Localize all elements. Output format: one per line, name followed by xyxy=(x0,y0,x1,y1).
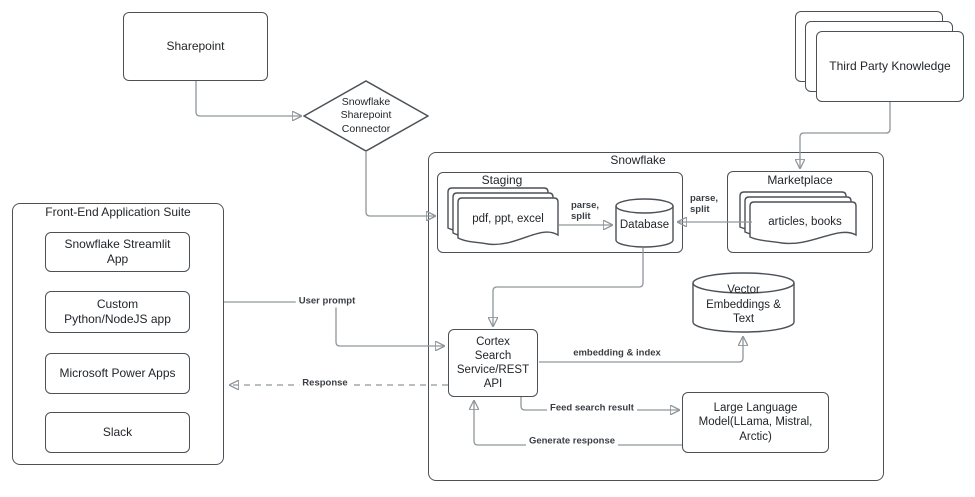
node-app-streamlit: Snowflake Streamlit App xyxy=(45,232,190,272)
staging-documents-label: pdf, ppt, excel xyxy=(472,212,544,225)
edge-label-feed-search-result: Feed search result xyxy=(547,403,637,415)
node-app-slack: Slack xyxy=(45,412,190,453)
edge-generate-response xyxy=(474,401,682,446)
edge-sharepoint-to-connector xyxy=(195,81,301,116)
edge-label-parse-split-left: parse, split xyxy=(571,200,599,222)
node-llm: Large Language Model(LLama, Mistral, Arc… xyxy=(682,392,829,453)
marketplace-documents-shape xyxy=(738,191,860,249)
edge-thirdparty-to-marketplace xyxy=(800,102,891,168)
container-staging-title: Staging xyxy=(481,173,523,187)
edge-connector-to-staging xyxy=(365,151,435,216)
node-sharepoint: Sharepoint xyxy=(123,12,268,81)
edge-label-embedding-index: embedding & index xyxy=(570,348,664,360)
node-app-custom: Custom Python/NodeJS app xyxy=(45,291,190,333)
node-app-powerapps: Microsoft Power Apps xyxy=(45,353,190,394)
container-frontend-title: Front-End Application Suite xyxy=(45,205,191,219)
vector-store-cylinder-shape xyxy=(692,272,795,333)
marketplace-documents-label: articles, books xyxy=(768,215,842,228)
edge-label-generate-response: Generate response xyxy=(525,436,619,448)
edge-cortex-to-vector xyxy=(539,337,743,363)
node-third-party-knowledge: Third Party Knowledge xyxy=(816,31,964,102)
edge-label-user-prompt: User prompt xyxy=(295,296,359,308)
sharepoint-connector-diamond: Snowflake Sharepoint Connector xyxy=(303,80,429,152)
edge-database-to-cortex xyxy=(493,248,644,326)
staging-documents-shape xyxy=(446,187,560,250)
container-marketplace-title: Marketplace xyxy=(767,173,833,187)
edge-feed-search-result xyxy=(520,397,679,410)
sharepoint-connector-label: Snowflake Sharepoint Connector xyxy=(340,96,392,135)
database-cylinder-shape xyxy=(615,198,674,248)
vector-store-label: Vector Embeddings & Text xyxy=(706,284,781,326)
edge-label-parse-split-right: parse, split xyxy=(690,193,718,215)
edge-label-response: Response xyxy=(299,378,351,390)
container-snowflake-title: Snowflake xyxy=(610,153,666,167)
edge-user-prompt xyxy=(224,301,444,346)
database-label: Database xyxy=(619,218,670,231)
node-cortex-search: Cortex Search Service/REST API xyxy=(448,329,538,397)
